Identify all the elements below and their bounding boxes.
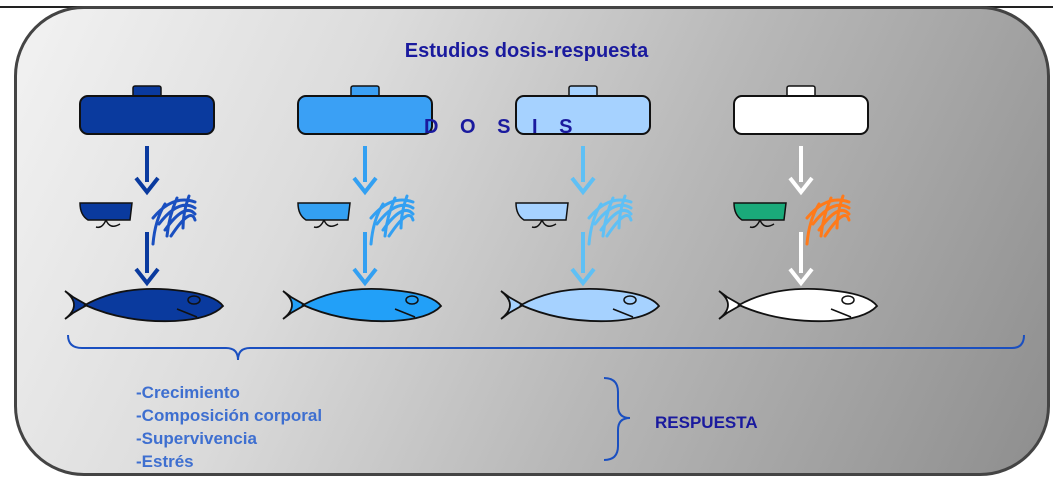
- feed-pellet: [733, 202, 787, 221]
- fish-eye: [841, 295, 855, 305]
- arrow-head: [570, 267, 596, 287]
- fish-tail: [718, 290, 743, 320]
- arrow-head: [352, 267, 378, 287]
- horizontal-brace: [67, 334, 1025, 361]
- fish-body: [736, 287, 879, 323]
- feed-pellet: [297, 202, 351, 221]
- feed-pellet: [79, 202, 133, 221]
- vertical-brace: [603, 377, 631, 461]
- net-strokes: [587, 194, 633, 246]
- dose-container: [733, 95, 869, 135]
- feed-drip: [313, 219, 339, 229]
- feed-drip: [749, 219, 775, 229]
- feed-drip: [531, 219, 557, 229]
- response-item: -Composición corporal: [136, 406, 323, 425]
- fish-gill: [612, 308, 634, 318]
- feed-pellet: [515, 202, 569, 221]
- fish-tail: [64, 290, 89, 320]
- arrow-head: [570, 176, 596, 196]
- fish-body: [518, 287, 661, 323]
- fish-eye: [623, 295, 637, 305]
- fish-eye: [187, 295, 201, 305]
- arrow-head: [788, 176, 814, 196]
- response-item: -Supervivencia: [136, 429, 257, 448]
- response-list: -Crecimiento -Composición corporal -Supe…: [136, 381, 322, 473]
- feed-drip: [95, 219, 121, 229]
- rounded-panel: [14, 6, 1050, 476]
- dose-container: [297, 95, 433, 135]
- fish-eye: [405, 295, 419, 305]
- net-strokes: [151, 194, 197, 246]
- fish-gill: [394, 308, 416, 318]
- arrow-head: [352, 176, 378, 196]
- dose-label: D O S I S: [424, 116, 581, 138]
- arrow-head: [134, 176, 160, 196]
- fish-tail: [500, 290, 525, 320]
- response-item: -Crecimiento: [136, 383, 240, 402]
- fish-gill: [830, 308, 852, 318]
- response-item: -Estrés: [136, 452, 194, 471]
- dose-container: [79, 95, 215, 135]
- arrow-head: [134, 267, 160, 287]
- arrow-head: [788, 267, 814, 287]
- fish-tail: [282, 290, 307, 320]
- fish-body: [300, 287, 443, 323]
- diagram-title: Estudios dosis-respuesta: [404, 40, 649, 62]
- response-label: RESPUESTA: [655, 413, 758, 432]
- fish-body: [82, 287, 225, 323]
- dose-container: [515, 95, 651, 135]
- net-strokes: [369, 194, 415, 246]
- net-strokes: [805, 194, 851, 246]
- fish-gill: [176, 308, 198, 318]
